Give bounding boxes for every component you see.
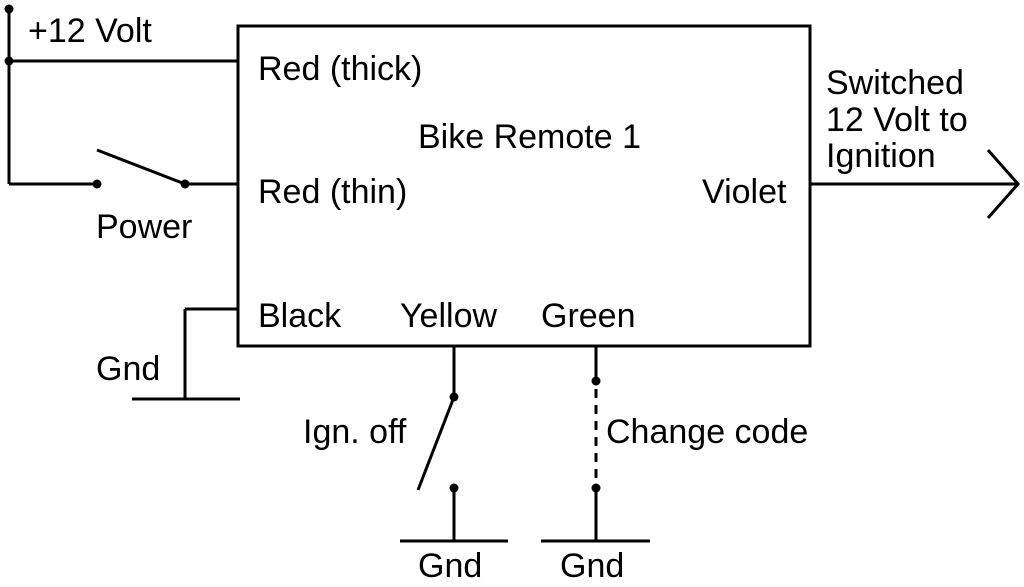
red-thick-label: Red (thick) (258, 50, 422, 88)
black-ground-label: Gnd (96, 350, 160, 388)
output-line-3: Ignition (826, 137, 936, 175)
green-label: Green (541, 297, 636, 335)
green-ground-label: Gnd (560, 547, 624, 585)
supply-label: +12 Volt (28, 12, 152, 50)
ign-switch-label: Ign. off (303, 413, 407, 451)
output-line-2: 12 Volt to (826, 101, 968, 139)
change-code-label: Change code (606, 413, 808, 451)
red-thin-label: Red (thin) (258, 173, 407, 211)
power-switch-contact-left (92, 179, 102, 189)
power-switch-lever (96, 148, 186, 186)
change-code-contact-top (591, 376, 601, 386)
power-switch-label: Power (96, 208, 192, 246)
violet-label: Violet (702, 173, 787, 211)
yellow-label: Yellow (400, 297, 497, 335)
output-line-1: Switched (826, 64, 964, 102)
ign-switch-lever (416, 396, 456, 491)
supply-terminal-dot (4, 4, 14, 14)
output-arrow-icon (986, 149, 1021, 219)
module-box (236, 24, 812, 348)
yellow-ground-label: Gnd (418, 547, 482, 585)
black-label: Black (258, 297, 342, 335)
module-label: Bike Remote 1 (418, 118, 641, 156)
